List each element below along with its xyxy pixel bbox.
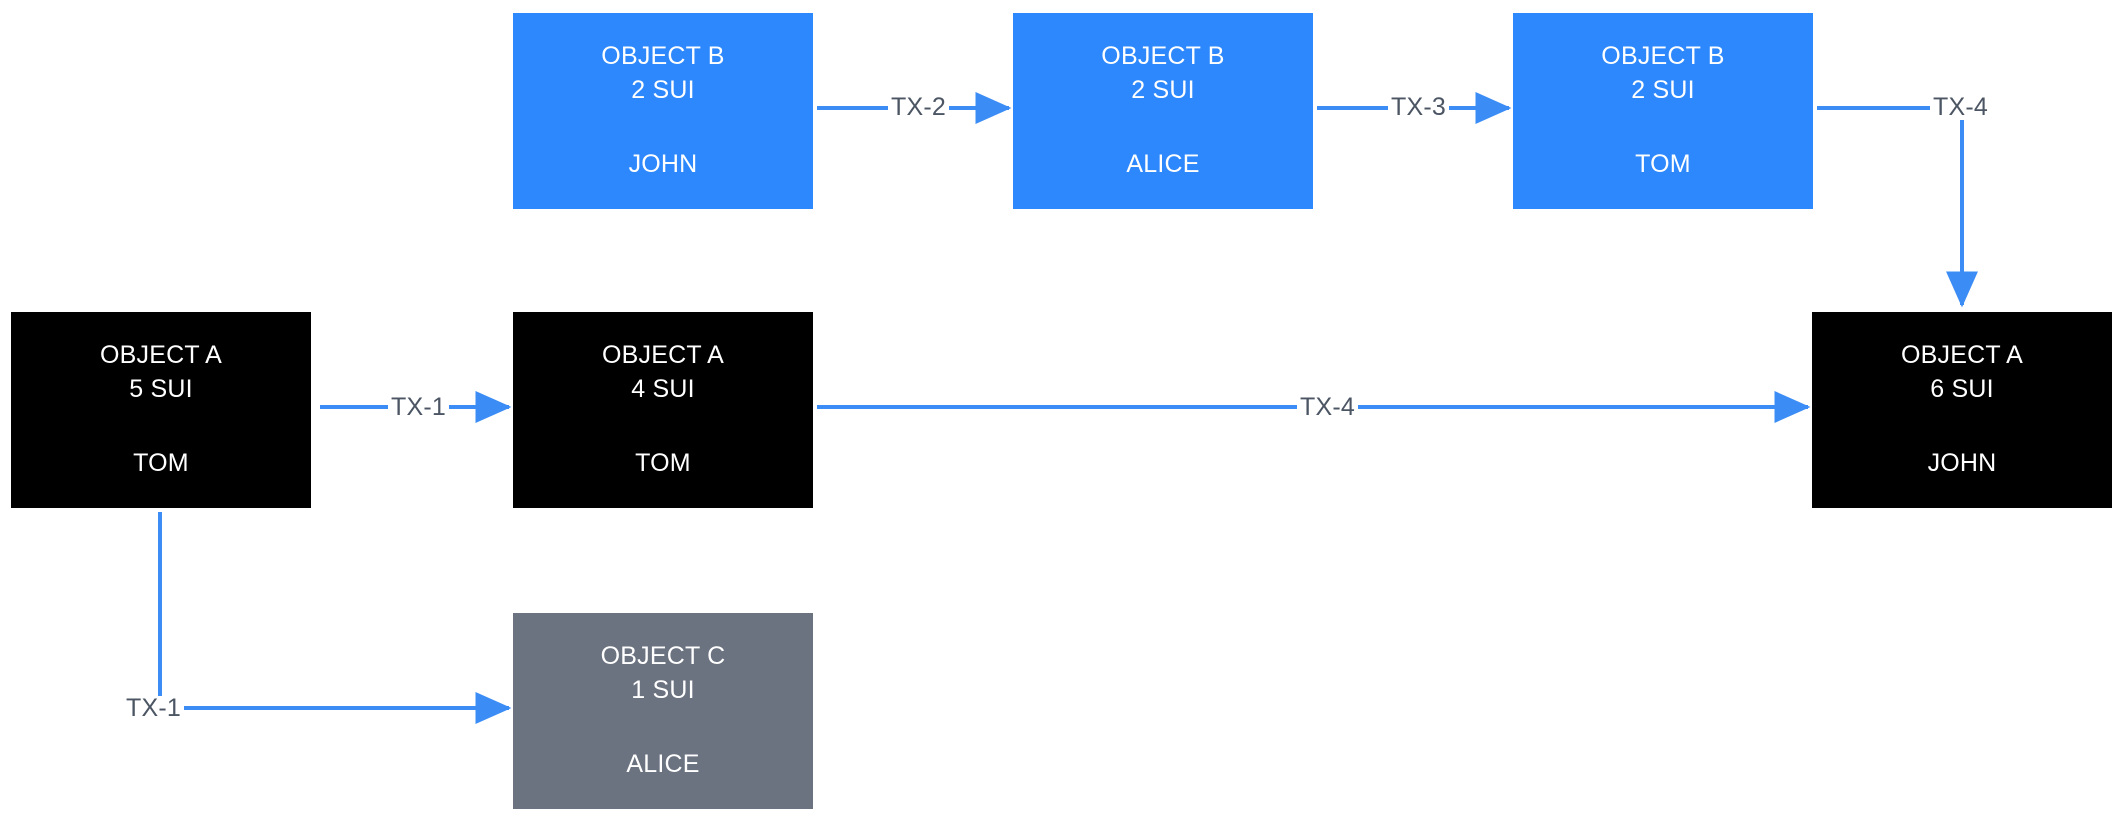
node-owner: JOHN: [628, 150, 698, 178]
node-title: OBJECT C: [600, 642, 726, 670]
node-object-c-alice[interactable]: OBJECT C 1 SUI ALICE: [513, 613, 813, 809]
node-title: OBJECT A: [99, 341, 222, 369]
node-object-a-6sui-john[interactable]: OBJECT A 6 SUI JOHN: [1812, 312, 2112, 508]
node-owner: ALICE: [1126, 150, 1200, 178]
node-object-a-5sui-tom[interactable]: OBJECT A 5 SUI TOM: [11, 312, 311, 508]
node-object-b-alice[interactable]: OBJECT B 2 SUI ALICE: [1013, 13, 1313, 209]
node-title: OBJECT A: [601, 341, 724, 369]
edge-tx-1-object-a-to-object-c: [158, 512, 512, 724]
node-amount: 1 SUI: [631, 676, 695, 704]
node-owner: JOHN: [1927, 449, 1997, 477]
node-amount: 2 SUI: [1131, 76, 1195, 104]
edge-label-tx-2: TX-2: [888, 95, 949, 120]
edge-label-tx-1-lower: TX-1: [123, 696, 184, 721]
edge-label-tx-4-upper: TX-4: [1930, 95, 1991, 120]
node-object-a-4sui-tom[interactable]: OBJECT A 4 SUI TOM: [513, 312, 813, 508]
edge-tx-4-object-b-to-object-a: [1817, 106, 1978, 308]
node-object-b-john[interactable]: OBJECT B 2 SUI JOHN: [513, 13, 813, 209]
node-title: OBJECT B: [1601, 42, 1725, 70]
node-amount: 2 SUI: [1631, 76, 1695, 104]
edge-label-tx-4-lower: TX-4: [1297, 395, 1358, 420]
node-amount: 2 SUI: [631, 76, 695, 104]
node-title: OBJECT B: [1101, 42, 1225, 70]
node-amount: 5 SUI: [129, 375, 193, 403]
node-title: OBJECT A: [1900, 341, 2023, 369]
node-object-b-tom[interactable]: OBJECT B 2 SUI TOM: [1513, 13, 1813, 209]
node-owner: TOM: [133, 449, 189, 477]
node-owner: ALICE: [626, 750, 700, 778]
edge-label-tx-1-upper: TX-1: [388, 395, 449, 420]
node-amount: 4 SUI: [631, 375, 695, 403]
node-title: OBJECT B: [601, 42, 725, 70]
node-amount: 6 SUI: [1930, 375, 1994, 403]
edge-label-tx-3: TX-3: [1388, 95, 1449, 120]
node-owner: TOM: [1635, 150, 1691, 178]
node-owner: TOM: [635, 449, 691, 477]
